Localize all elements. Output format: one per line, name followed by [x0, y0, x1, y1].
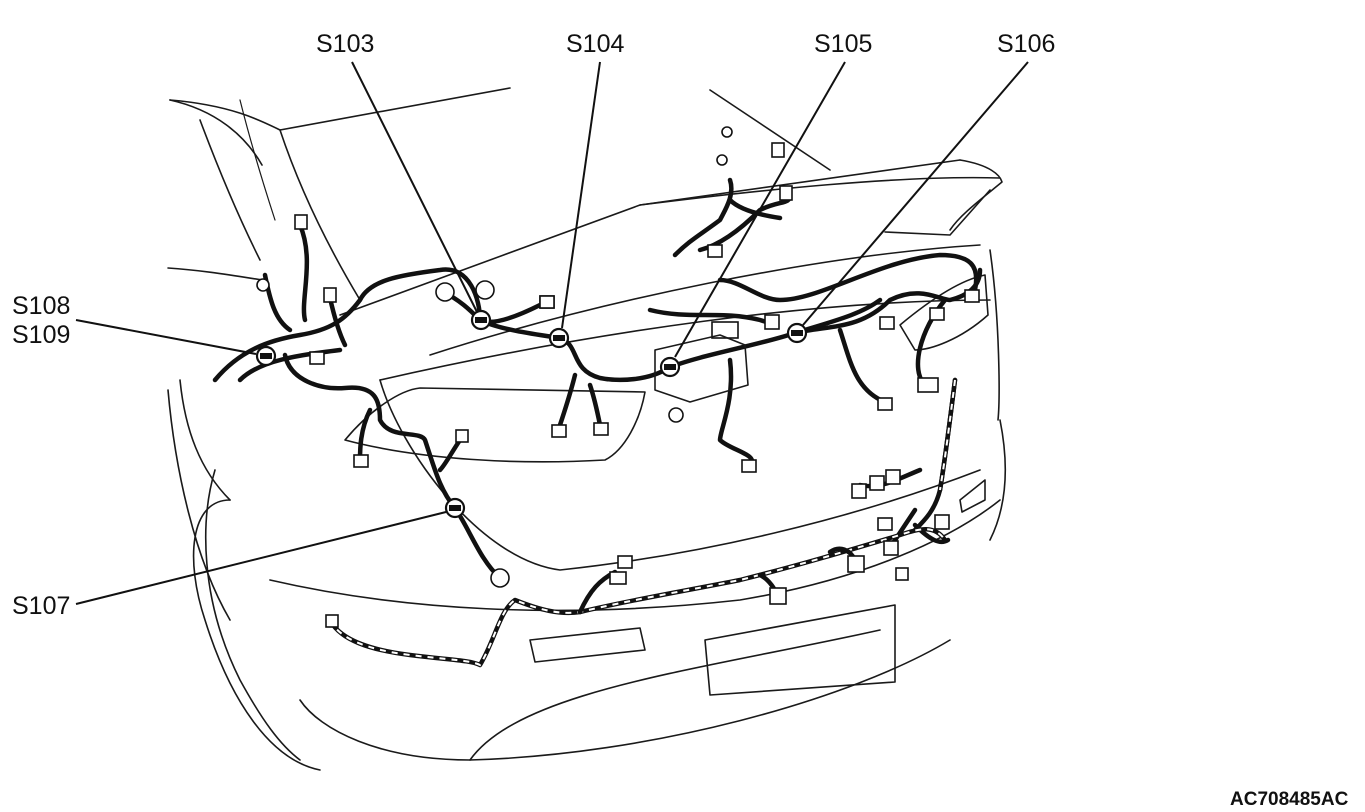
- splice-s107: [444, 497, 466, 519]
- connector: [877, 517, 893, 531]
- connector: [879, 316, 895, 330]
- connector: [847, 555, 865, 573]
- connector: [294, 214, 308, 230]
- connector: [617, 555, 633, 569]
- splice-markers: [255, 309, 808, 519]
- connector: [877, 397, 893, 411]
- connector: [883, 540, 899, 556]
- connector: [741, 459, 757, 473]
- connector: [309, 351, 325, 365]
- ground-terminal: [668, 407, 684, 423]
- leader-s105: [674, 61, 846, 358]
- connector: [895, 567, 909, 581]
- battery-box: [654, 334, 749, 403]
- connector: [771, 142, 785, 158]
- connector: [353, 454, 369, 468]
- ground-terminal: [716, 154, 728, 166]
- connector: [455, 429, 469, 443]
- leader-s106: [802, 61, 1029, 326]
- connector: [934, 514, 950, 530]
- ground-terminal: [256, 278, 270, 292]
- connector: [964, 289, 980, 303]
- label-s103: S103: [316, 30, 374, 58]
- grommet: [490, 568, 510, 588]
- splice-s104: [548, 327, 570, 349]
- leader-s103: [351, 61, 478, 313]
- connector: [323, 287, 337, 303]
- connectors: [256, 126, 980, 628]
- splice-s103: [470, 309, 492, 331]
- connector: [707, 244, 723, 258]
- connector: [851, 483, 867, 499]
- leader-lines: [75, 61, 1029, 605]
- connector: [885, 469, 901, 485]
- splice-s105: [659, 356, 681, 378]
- connector: [551, 424, 567, 438]
- labels: S103 S104 S105 S106 S107 S108 S109 AC708…: [12, 30, 1349, 810]
- connector: [764, 314, 780, 330]
- splice-s108-s109: [255, 345, 277, 367]
- connector: [593, 422, 609, 436]
- grommet: [435, 282, 455, 302]
- label-s108: S108: [12, 292, 70, 320]
- label-s104: S104: [566, 30, 624, 58]
- connector: [539, 295, 555, 309]
- connector: [609, 571, 627, 585]
- connector: [779, 185, 793, 201]
- car-body-outline: [167, 87, 1006, 771]
- leader-s108-s109: [75, 319, 257, 355]
- label-s107: S107: [12, 592, 70, 620]
- connector: [711, 321, 739, 339]
- splice-s106: [786, 322, 808, 344]
- label-s105: S105: [814, 30, 872, 58]
- leader-s104: [561, 61, 601, 329]
- connector: [325, 614, 339, 628]
- figure-code: AC708485AC: [1230, 789, 1349, 810]
- connector: [869, 475, 885, 491]
- ground-terminal: [721, 126, 733, 138]
- label-s106: S106: [997, 30, 1055, 58]
- label-s109: S109: [12, 321, 70, 349]
- connector: [917, 377, 939, 393]
- leader-s107: [75, 511, 447, 605]
- grommet: [475, 280, 495, 300]
- connector: [769, 587, 787, 605]
- connector: [929, 307, 945, 321]
